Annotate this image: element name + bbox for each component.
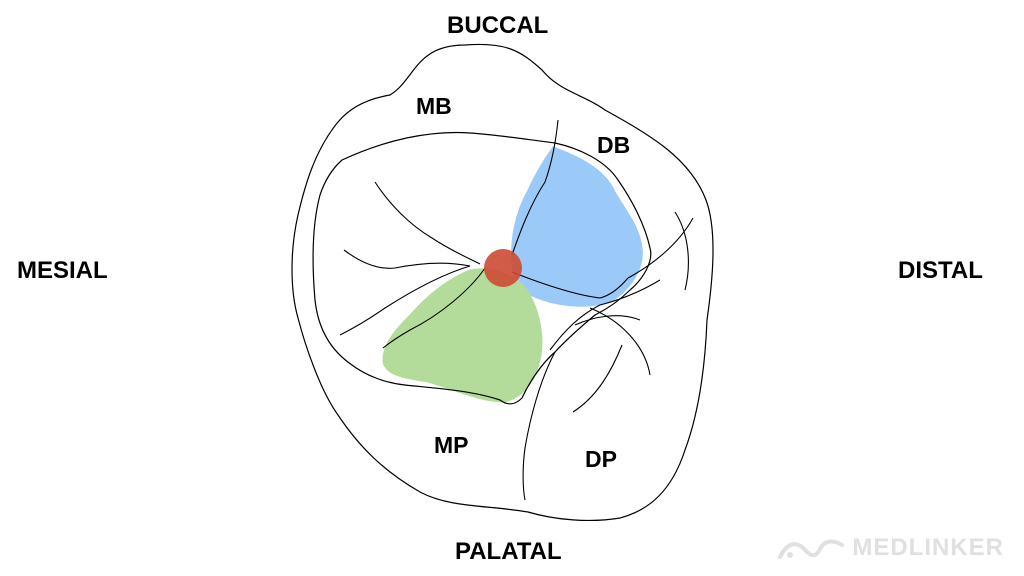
label-distal: DISTAL	[898, 257, 983, 284]
cusp-label-mb: MB	[416, 93, 452, 119]
central-fossa-point	[484, 249, 522, 287]
label-buccal: BUCCAL	[447, 12, 549, 39]
label-palatal: PALATAL	[455, 538, 562, 565]
watermark-text: MEDLINKER	[852, 534, 1004, 561]
label-mesial: MESIAL	[17, 257, 108, 284]
medlinker-logo-icon	[778, 539, 845, 559]
db-cusp-shading	[511, 146, 643, 307]
cusp-label-mp: MP	[434, 432, 469, 458]
watermark: MEDLINKER	[776, 534, 1004, 562]
cusp-label-db: DB	[597, 132, 630, 158]
groove-lines	[339, 119, 694, 501]
cusp-label-dp: DP	[585, 446, 617, 472]
mp-cusp-shading	[382, 268, 543, 403]
tooth-outer-outline	[291, 43, 714, 522]
